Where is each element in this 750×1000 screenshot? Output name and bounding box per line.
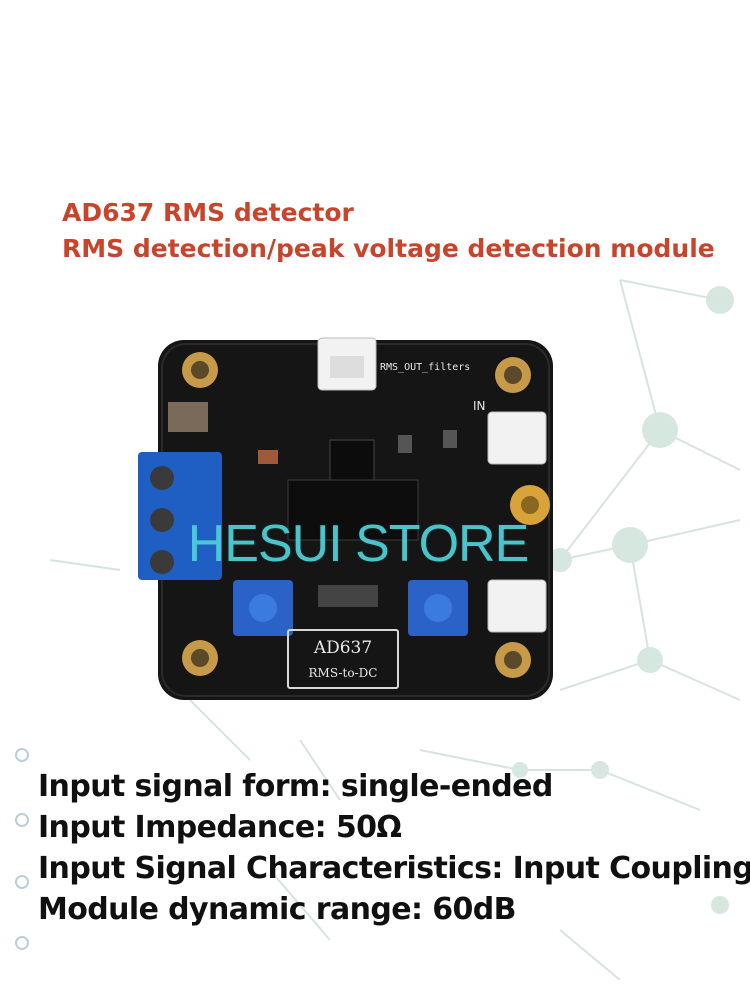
store-watermark: HESUI STORE — [187, 515, 530, 573]
spec-list: Input signal form: single-ended Input Im… — [38, 766, 750, 930]
bullet-circles-graphic — [15, 748, 29, 950]
silk-in-label: IN — [473, 399, 486, 413]
product-board-image: RMS_OUT_filters IN AD637 RMS-to-DC — [118, 330, 578, 710]
spec-item-dynamic-range: Module dynamic range: 60dB — [38, 892, 517, 927]
silk-filter-label: RMS_OUT_filters — [380, 362, 470, 373]
title-line-1: AD637 RMS detector — [62, 198, 354, 227]
mounting-hole-icon — [182, 352, 531, 678]
spec-item-characteristics: Input Signal Characteristics: Input Coup… — [38, 851, 750, 886]
silk-chip-label: AD637 — [313, 638, 372, 658]
spec-item-signal-form: Input signal form: single-ended — [38, 769, 553, 804]
silk-func-label: RMS-to-DC — [309, 666, 378, 680]
spec-item-impedance: Input Impedance: 50Ω — [38, 810, 402, 845]
title-line-2: RMS detection/peak voltage detection mod… — [62, 234, 715, 263]
